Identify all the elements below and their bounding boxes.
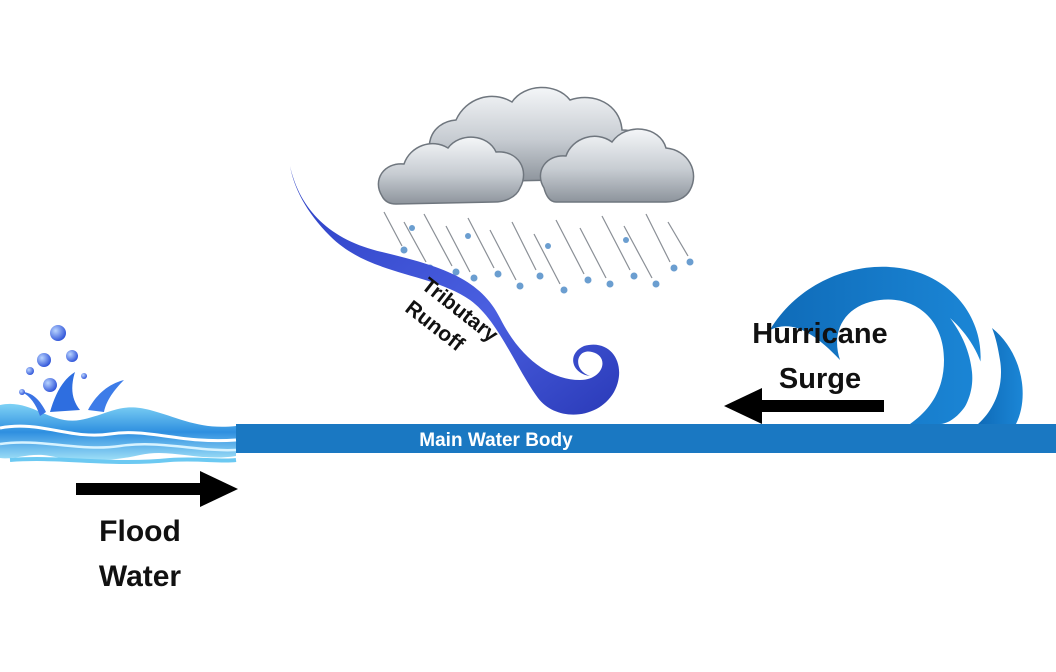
splashing-water-icon — [0, 325, 237, 464]
arrow-right-icon — [76, 471, 238, 507]
curling-wave-icon — [770, 266, 1023, 424]
main-water-body-label: Main Water Body — [419, 430, 573, 451]
raindrops-icon — [383, 211, 694, 294]
tributary-swirl-icon — [290, 166, 620, 415]
main-water-body: Main Water Body — [236, 424, 1056, 453]
arrow-left-icon — [724, 388, 884, 424]
flood-water-label-line2: Water — [99, 560, 182, 593]
water-band — [236, 424, 1056, 453]
rain-cloud-icon — [377, 86, 695, 205]
hurricane-surge-label-line2: Surge — [779, 363, 861, 395]
tributary-runoff-label: Tributary Runoff — [401, 273, 503, 356]
hurricane-surge-label-line1: Hurricane — [752, 318, 887, 350]
flood-water-label-line1: Flood — [99, 515, 181, 548]
